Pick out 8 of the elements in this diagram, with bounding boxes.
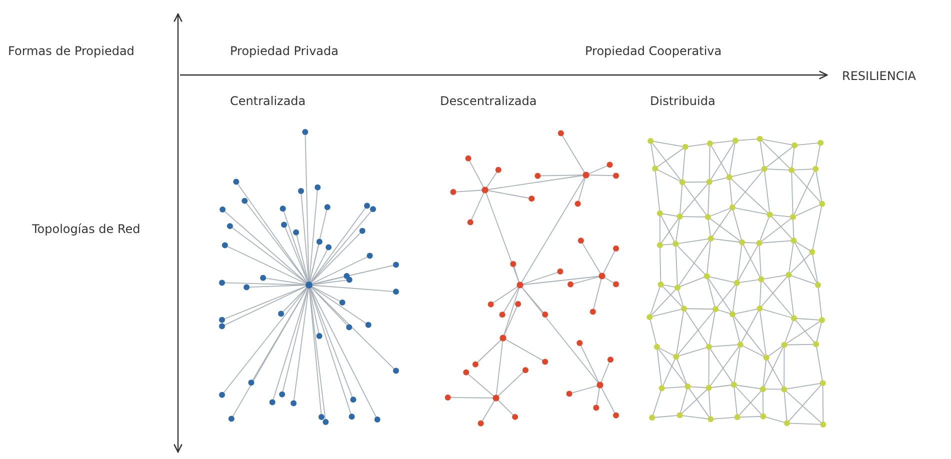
axis-label: Propiedad Privada — [230, 44, 338, 58]
axis-label: Formas de Propiedad — [8, 44, 134, 58]
axis-label: Distribuida — [650, 94, 716, 108]
axis-label: Topologías de Red — [32, 222, 140, 236]
axis-label: Descentralizada — [440, 94, 537, 108]
axis-label: RESILIENCIA — [842, 69, 916, 84]
axis-label: Centralizada — [230, 94, 306, 108]
axis-label: Propiedad Cooperativa — [585, 44, 722, 58]
